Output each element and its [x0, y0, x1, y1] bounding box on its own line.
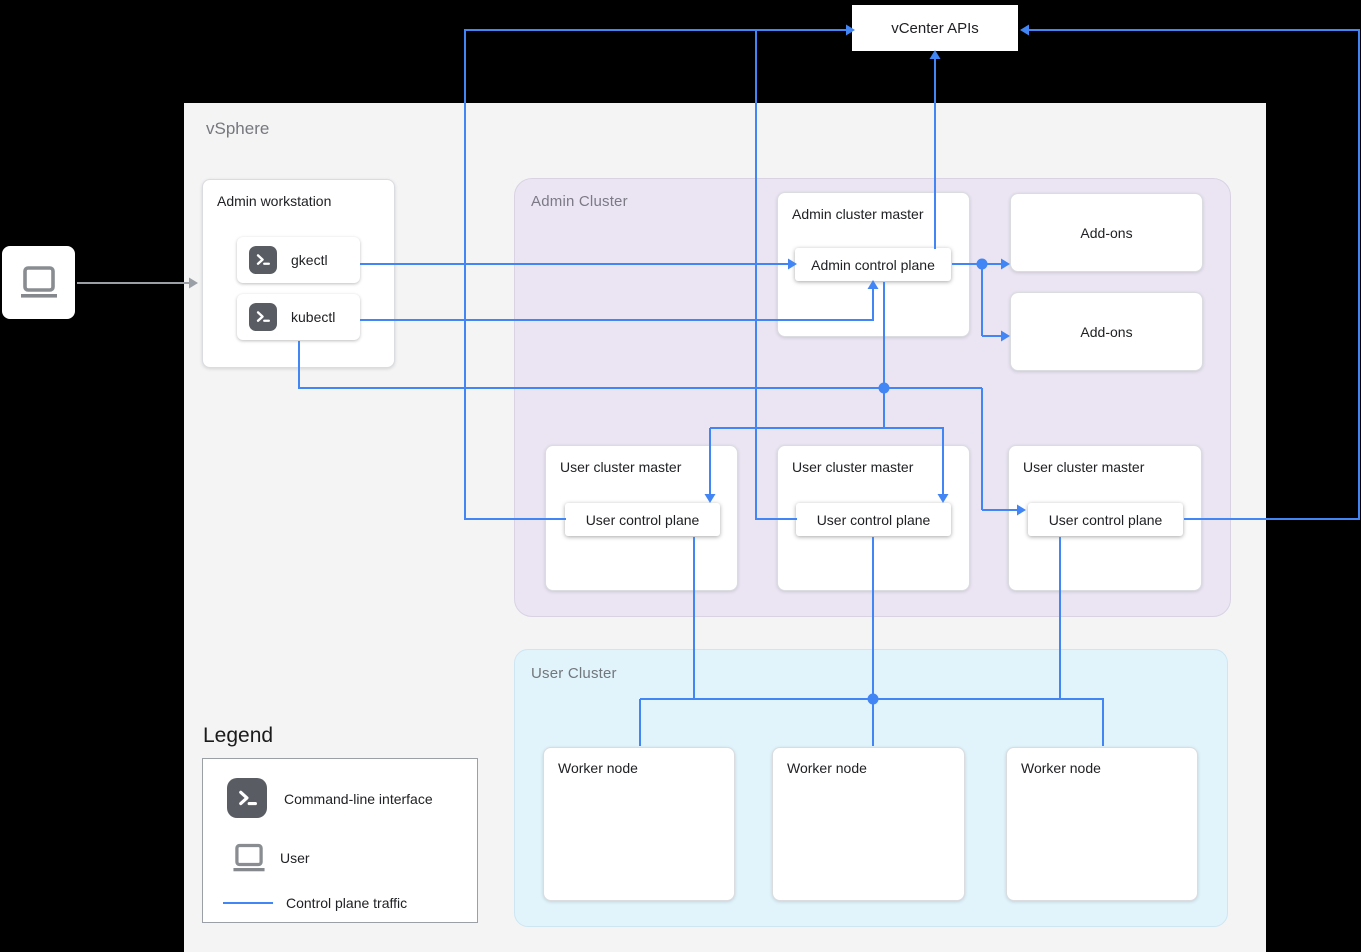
terminal-icon	[227, 778, 267, 818]
kubectl-label: kubectl	[291, 309, 336, 325]
admin-workstation-title: Admin workstation	[217, 193, 332, 209]
addons-box: Add-ons	[1010, 193, 1203, 272]
vsphere-label: vSphere	[206, 119, 270, 138]
user-control-plane-box: User control plane	[796, 503, 951, 536]
legend-traffic-label: Control plane traffic	[286, 895, 408, 911]
kubectl-chip: kubectl	[237, 294, 360, 340]
user-cluster-master-title: User cluster master	[560, 459, 682, 475]
laptop-icon	[233, 843, 265, 872]
addons-box: Add-ons	[1010, 292, 1203, 371]
admin-cluster-master-title: Admin cluster master	[792, 206, 924, 222]
terminal-icon	[249, 246, 277, 274]
user-cluster-master-title: User cluster master	[792, 459, 914, 475]
worker-node-box: Worker node	[543, 747, 735, 901]
admin-control-plane-box: Admin control plane	[795, 248, 951, 281]
gkectl-chip: gkectl	[237, 237, 360, 283]
worker-node-box: Worker node	[1006, 747, 1198, 901]
worker-node-title: Worker node	[1021, 760, 1101, 776]
legend-user-label: User	[280, 850, 310, 866]
worker-node-title: Worker node	[787, 760, 867, 776]
vcenter-apis-box: vCenter APIs	[852, 5, 1018, 51]
user-control-plane-box: User control plane	[1028, 503, 1183, 536]
terminal-icon	[249, 303, 277, 331]
worker-node-box: Worker node	[772, 747, 965, 901]
user-cluster-master-title: User cluster master	[1023, 459, 1145, 475]
vcenter-apis-label: vCenter APIs	[891, 19, 979, 37]
legend-cli-label: Command-line interface	[284, 791, 433, 807]
gkectl-label: gkectl	[291, 252, 328, 268]
admin-cluster-label: Admin Cluster	[531, 193, 628, 210]
worker-node-title: Worker node	[558, 760, 638, 776]
laptop-icon	[20, 265, 57, 298]
user-control-plane-box: User control plane	[565, 503, 720, 536]
user-cluster-label: User Cluster	[531, 665, 617, 682]
legend-title: Legend	[203, 724, 274, 747]
user-arrow	[77, 277, 198, 289]
user-box	[2, 246, 75, 319]
legend-box: Command-line interface User Control plan…	[202, 758, 478, 923]
traffic-line-sample	[223, 902, 273, 904]
